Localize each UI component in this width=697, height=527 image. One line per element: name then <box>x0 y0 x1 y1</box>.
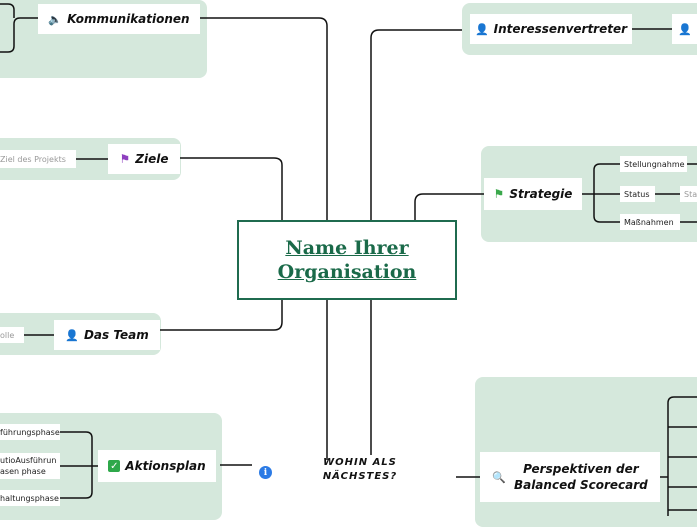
person-icon: 👤 <box>474 22 489 36</box>
aktionsplan-leaf-2-line2: asen phase <box>0 467 46 476</box>
purple-flag-icon: ⚑ <box>119 152 131 166</box>
aktionsplan-leaf-1-label: führungsphase <box>0 427 60 437</box>
status-label: Status <box>624 189 650 199</box>
strategie-status-value-leaf[interactable]: Sta <box>680 186 697 202</box>
team-node[interactable]: 👤 Das Team <box>54 320 160 350</box>
next-steps-label[interactable]: Wohin als nächstes? <box>322 457 398 482</box>
scorecard-label-line1: Perspektiven der <box>523 462 639 476</box>
aktionsplan-leaf-1[interactable]: führungsphase <box>0 424 60 440</box>
massnahmen-label: Maßnahmen <box>624 217 674 227</box>
interessenvertreter-child-node[interactable]: 👤 <box>672 14 697 44</box>
strategie-label: Strategie <box>509 187 573 201</box>
scorecard-node[interactable]: 🔍 Perspektiven der Balanced Scorecard <box>480 452 660 502</box>
kommunikationen-node[interactable]: 🔈 Kommunikationen <box>38 4 200 34</box>
person-icon: 👤 <box>678 22 692 36</box>
aktionsplan-leaf-3[interactable]: haltungsphase <box>0 490 60 506</box>
stellungnahme-label: Stellungnahme <box>624 159 685 169</box>
aktionsplan-label: Aktionsplan <box>125 459 206 473</box>
aktionsplan-leaf-2-line1: utioAusführun <box>0 456 57 465</box>
strategie-massnahmen-leaf[interactable]: Maßnahmen <box>620 214 680 230</box>
team-leaf[interactable]: olle <box>0 327 24 343</box>
scorecard-label-line2: Balanced Scorecard <box>513 478 648 492</box>
person-icon: 👤 <box>65 328 79 342</box>
checkbox-icon: ✓ <box>108 460 121 472</box>
ziele-node[interactable]: ⚑ Ziele <box>108 144 180 174</box>
ziele-label: Ziele <box>135 152 169 166</box>
ziele-leaf[interactable]: Ziel des Projekts <box>0 150 76 168</box>
aktionsplan-node[interactable]: ✓ Aktionsplan <box>98 450 216 482</box>
status-value-label: Sta <box>684 189 697 199</box>
interessenvertreter-node[interactable]: 👤 Interessenvertreter <box>470 14 632 44</box>
team-label: Das Team <box>83 328 149 342</box>
magnifier-icon: 🔍 <box>492 470 506 484</box>
strategie-stellungnahme-leaf[interactable]: Stellungnahme <box>620 156 687 172</box>
aktionsplan-leaf-2[interactable]: utioAusführun asen phase <box>0 453 60 479</box>
aktionsplan-leaf-3-label: haltungsphase <box>0 493 59 503</box>
team-leaf-label: olle <box>0 330 15 340</box>
interessenvertreter-label: Interessenvertreter <box>493 22 628 36</box>
info-icon[interactable]: i <box>259 466 272 479</box>
speaker-icon: 🔈 <box>48 12 63 26</box>
central-topic[interactable]: Name Ihrer Organisation <box>237 220 457 300</box>
kommunikationen-label: Kommunikationen <box>67 12 190 26</box>
green-flag-icon: ⚑ <box>493 187 505 201</box>
ziele-leaf-label: Ziel des Projekts <box>0 154 66 164</box>
scorecard-label: Perspektiven der Balanced Scorecard <box>514 461 648 493</box>
strategie-status-leaf[interactable]: Status <box>620 186 655 202</box>
central-title: Name Ihrer Organisation <box>277 237 417 283</box>
strategie-node[interactable]: ⚑ Strategie <box>484 178 582 210</box>
